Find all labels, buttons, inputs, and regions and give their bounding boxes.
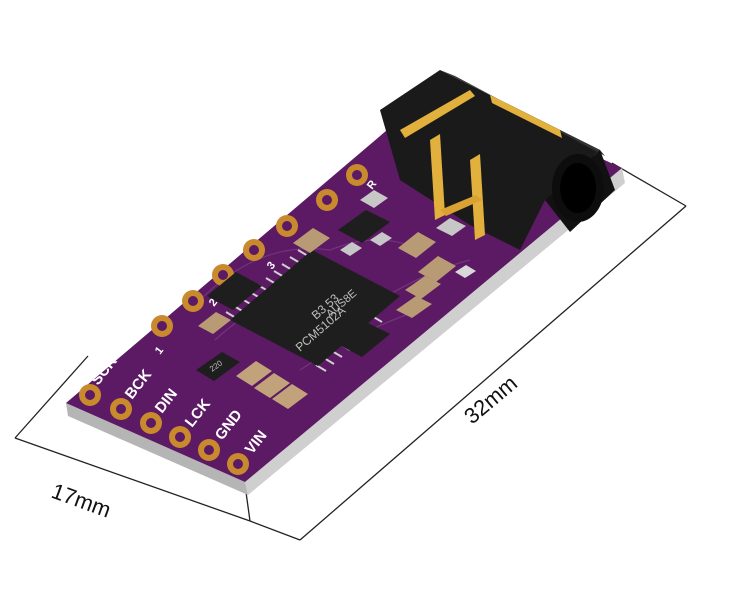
smd-components: 220 — [196, 190, 476, 409]
pcb-side — [245, 168, 625, 495]
dac-chip: PCM5102A B3 53 AUS8E — [225, 249, 400, 372]
pcb-edge — [66, 403, 248, 495]
header-pads-bottom — [79, 384, 249, 475]
audio-jack — [380, 70, 615, 250]
dimension-length-label: 32mm — [459, 370, 522, 428]
small-ics — [207, 210, 390, 357]
dimension-width-label: 17mm — [48, 478, 114, 522]
